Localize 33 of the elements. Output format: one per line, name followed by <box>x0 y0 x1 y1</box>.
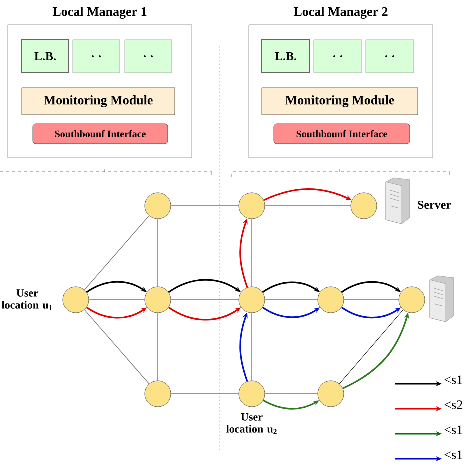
network-node <box>318 380 344 408</box>
network-node <box>398 286 426 314</box>
network-node <box>318 286 344 314</box>
module-box: . . <box>314 40 362 74</box>
legend-label: <s1 <box>444 426 462 434</box>
module-box: Monitoring Module <box>262 88 418 116</box>
network-node <box>350 192 378 220</box>
node-label: Local Manager 2 <box>294 7 388 19</box>
legend-label: <s2 <box>444 400 462 410</box>
network-node <box>62 286 90 314</box>
module-box: . . <box>72 40 120 74</box>
server-label: Server <box>418 200 452 210</box>
network-node <box>144 380 172 408</box>
module-box: Monitoring Module <box>22 88 176 116</box>
module-box: . . <box>124 40 172 74</box>
network-node <box>238 286 266 314</box>
module-box: L.B. <box>262 40 310 74</box>
link-line <box>339 310 404 384</box>
location-label: User location u$_{2}$ <box>226 414 277 434</box>
node-label: Local Manager 1 <box>52 7 147 19</box>
interface-box: Southbounf Interface <box>32 124 168 144</box>
legend-label: <s1 <box>444 450 462 460</box>
link-line <box>84 310 150 384</box>
module-box: . . <box>366 40 414 74</box>
location-label: User location u$_{1}$ <box>2 290 52 310</box>
legend-label: <s1 <box>444 376 462 384</box>
network-node <box>238 380 266 408</box>
module-box: L.B. <box>22 40 70 74</box>
network-node <box>144 192 172 220</box>
link-line <box>84 216 150 290</box>
network-node <box>238 192 266 220</box>
interface-box: Southbounf Interface <box>274 124 410 144</box>
network-node <box>144 286 172 314</box>
